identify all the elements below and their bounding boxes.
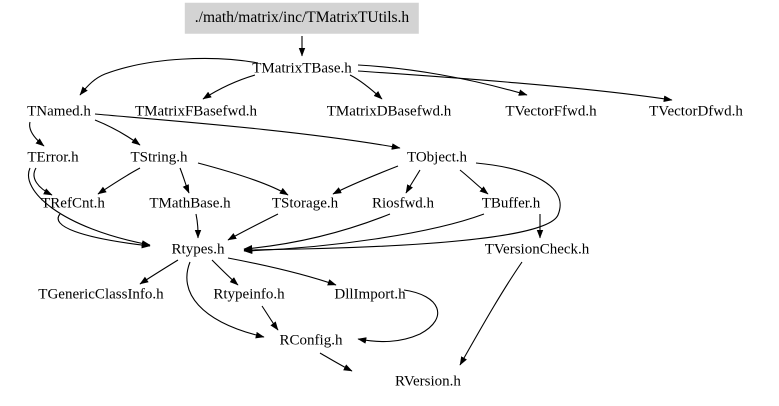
node-terror[interactable]: TError.h: [27, 149, 79, 166]
node-tmatrixtbase[interactable]: TMatrixTBase.h: [252, 60, 352, 77]
edge-tstring-tstorage: [197, 162, 289, 196]
node-rconfig[interactable]: RConfig.h: [279, 332, 343, 349]
edge-tobject-riosfwd: [405, 169, 421, 194]
edge-tobject-rtypes: [243, 162, 561, 254]
node-tgenericclassinfo[interactable]: TGenericClassInfo.h: [38, 286, 164, 303]
edge-terror-trefcnt: [33, 167, 53, 196]
edge-tnamed-terror: [29, 121, 45, 147]
edge-tmatrixtbase-tmatrixdbasefwd: [349, 74, 383, 100]
edge-tobject-tstorage: [332, 165, 399, 195]
node-rtypeinfo[interactable]: Rtypeinfo.h: [213, 286, 285, 303]
edge-rtypes-rconfig: [186, 261, 265, 339]
edge-rtypes-tgenericclassinfo: [139, 259, 179, 285]
node-rtypes[interactable]: Rtypes.h: [171, 241, 225, 258]
node-tvectorffwd[interactable]: TVectorFfwd.h: [505, 103, 597, 120]
node-trefcnt[interactable]: TRefCnt.h: [41, 195, 105, 212]
node-tmathbase[interactable]: TMathBase.h: [149, 195, 231, 212]
edge-terror-rtypes: [28, 167, 151, 247]
edge-tobject-tbuffer: [459, 169, 489, 195]
edge-tstorage-rtypes: [227, 213, 279, 241]
node-tvectordfwd[interactable]: TVectorDfwd.h: [649, 103, 743, 120]
edge-dllimport-rconfig: [357, 289, 439, 344]
edge-tmathbase-rtypes: [194, 213, 202, 239]
node-tmatrixfbasefwd[interactable]: TMatrixFBasefwd.h: [134, 103, 258, 120]
node-tstring[interactable]: TString.h: [130, 149, 188, 166]
edge-tmatrixtbase-tmatrixfbasefwd: [202, 74, 256, 100]
edge-tversioncheck-rversion: [459, 261, 523, 366]
node-dllimport[interactable]: DllImport.h: [334, 286, 406, 303]
node-tstorage[interactable]: TStorage.h: [271, 195, 339, 212]
edge-tmatrixtbase-tnamed: [79, 57, 259, 96]
node-tversioncheck[interactable]: TVersionCheck.h: [484, 241, 590, 258]
edge-rtypes-rtypeinfo: [211, 259, 239, 286]
edge-tmatrixtbase-tvectorffwd: [357, 64, 528, 96]
edge-riosfwd-rtypes: [243, 213, 391, 252]
edge-paths: [28, 36, 673, 372]
node-tmatrixdbasefwd[interactable]: TMatrixDBasefwd.h: [326, 103, 452, 120]
edge-rtypes-dllimport: [227, 257, 337, 286]
node-tbuffer[interactable]: TBuffer.h: [481, 195, 541, 212]
edge-tnamed-tstring: [94, 119, 141, 146]
node-rversion[interactable]: RVersion.h: [395, 373, 461, 390]
edge-trefcnt-rtypes: [57, 213, 151, 249]
edge-tnamed-tobject: [94, 113, 401, 150]
node-tobject[interactable]: TObject.h: [406, 149, 468, 166]
edge-rtypeinfo-rconfig: [261, 305, 279, 331]
edge-tmatrixtbase-tvectordfwd: [357, 70, 673, 103]
edge-rconfig-rversion: [319, 352, 353, 372]
edge-tstring-tmathbase: [179, 167, 190, 194]
edge-tstring-trefcnt: [97, 167, 141, 195]
node-root[interactable]: ./math/matrix/inc/TMatrixTUtils.h: [184, 2, 420, 34]
node-tnamed[interactable]: TNamed.h: [27, 103, 91, 120]
edge-tbuffer-rtypes: [243, 213, 485, 255]
node-riosfwd[interactable]: Riosfwd.h: [371, 195, 435, 212]
